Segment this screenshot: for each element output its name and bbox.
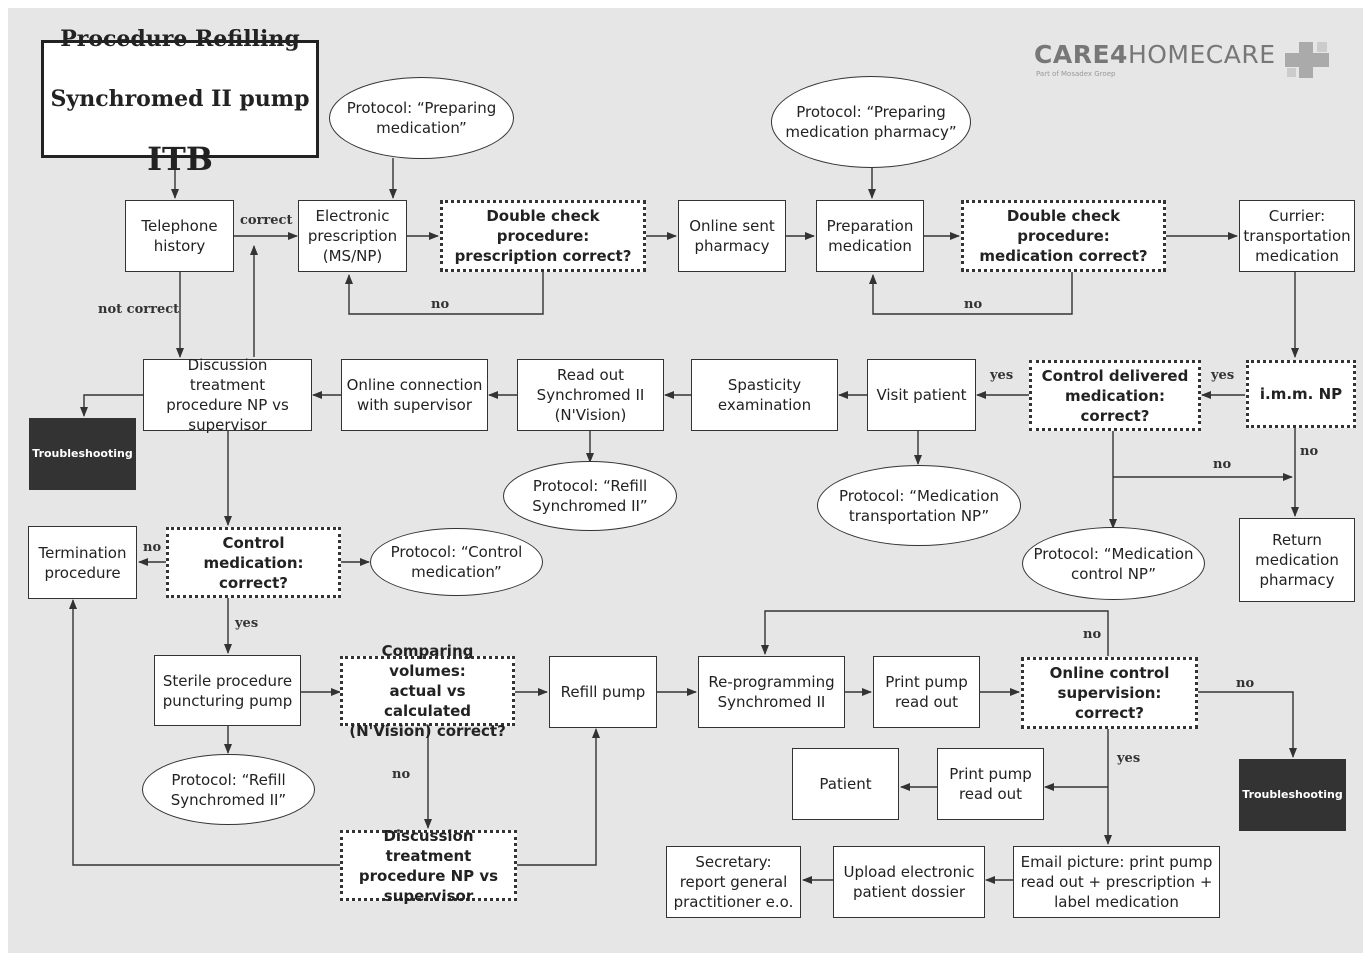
label-no: no [1236, 676, 1255, 691]
node-print-pump-2: Print pump read out [937, 748, 1044, 820]
brand-logo: CARE4HOMECARE Part of Mosadex Groep [1034, 40, 1334, 85]
label-no: no [1300, 444, 1319, 459]
node-return-medication: Return medication pharmacy [1239, 518, 1355, 602]
node-spasticity-examination: Spasticity examination [691, 359, 838, 431]
node-termination-procedure: Termination procedure [28, 526, 137, 599]
protocol-preparing-medication: Protocol: “Preparing medication” [329, 77, 514, 159]
node-preparation-medication: Preparation medication [816, 200, 924, 272]
protocol-medication-control: Protocol: “Medication control NP” [1022, 527, 1205, 600]
node-patient: Patient [792, 748, 899, 820]
label-no: no [964, 297, 983, 312]
node-sterile-procedure: Sterile procedure puncturing pump [154, 655, 301, 726]
logo-4: 4 [1110, 40, 1128, 69]
node-print-pump-1: Print pump read out [873, 656, 980, 728]
title-line-1: Procedure Refilling [60, 26, 300, 52]
logo-cross-icon [1285, 42, 1329, 78]
node-troubleshooting-left: Troubleshooting [29, 418, 136, 490]
node-read-out: Read out Synchromed II (N'Vision) [517, 359, 664, 431]
label-yes: yes [235, 616, 259, 631]
node-electronic-prescription: Electronic prescription (MS/NP) [298, 200, 407, 272]
label-yes: yes [1211, 368, 1235, 383]
node-online-control: Online control supervision: correct? [1021, 657, 1198, 729]
title-line-2: Synchromed II pump [50, 86, 310, 112]
node-refill-pump: Refill pump [549, 656, 657, 728]
label-no: no [1083, 627, 1102, 642]
node-visit-patient: Visit patient [867, 359, 976, 431]
node-secretary: Secretary: report general practitioner e… [666, 846, 801, 918]
protocol-preparing-medication-pharmacy: Protocol: “Preparing medication pharmacy… [771, 76, 971, 168]
node-reprogramming: Re-programming Synchromed II [698, 656, 845, 728]
node-discussion-bottom: Discussion treatment procedure NP vs sup… [340, 827, 517, 905]
node-control-delivered: Control delivered medication: correct? [1029, 360, 1201, 431]
page-title: Procedure Refilling Synchromed II pump I… [41, 26, 319, 175]
logo-care: CARE [1034, 40, 1111, 69]
label-no: no [431, 297, 450, 312]
node-discussion-top: Discussion treatment procedure NP vs sup… [143, 356, 312, 434]
logo-subtitle: Part of Mosadex Groep [1036, 70, 1116, 78]
protocol-medication-transportation: Protocol: “Medication transportation NP” [817, 465, 1021, 546]
node-troubleshooting-right: Troubleshooting [1239, 759, 1346, 831]
protocol-control-medication: Protocol: “Control medication” [370, 528, 543, 596]
node-currier: Currier: transportation medication [1239, 200, 1355, 272]
label-no: no [1213, 457, 1232, 472]
node-control-medication: Control medication: correct? [166, 527, 341, 598]
node-online-connection: Online connection with supervisor [341, 359, 488, 431]
node-imm-np: i.m.m. NP [1246, 360, 1356, 428]
label-correct: correct [240, 213, 293, 228]
protocol-refill-top: Protocol: “Refill Synchromed II” [503, 461, 677, 531]
node-online-sent-pharmacy: Online sent pharmacy [678, 200, 786, 272]
node-telephone-history: Telephone history [125, 200, 234, 272]
node-comparing-volumes: Comparing volumes: actual vs calculated … [340, 642, 515, 740]
logo-homecare: HOMECARE [1127, 40, 1276, 69]
node-double-check-prescription: Double check procedure: prescription cor… [440, 200, 646, 272]
label-no: no [143, 540, 162, 555]
label-not-correct: not correct [98, 302, 180, 317]
title-line-3: ITB [147, 140, 213, 178]
label-no: no [392, 767, 411, 782]
label-yes: yes [990, 368, 1014, 383]
node-double-check-medication: Double check procedure: medication corre… [961, 200, 1166, 272]
label-yes: yes [1117, 751, 1141, 766]
protocol-refill-bottom: Protocol: “Refill Synchromed II” [142, 754, 315, 825]
node-upload-dossier: Upload electronic patient dossier [833, 846, 985, 918]
node-email-picture: Email picture: print pump read out + pre… [1013, 846, 1220, 918]
